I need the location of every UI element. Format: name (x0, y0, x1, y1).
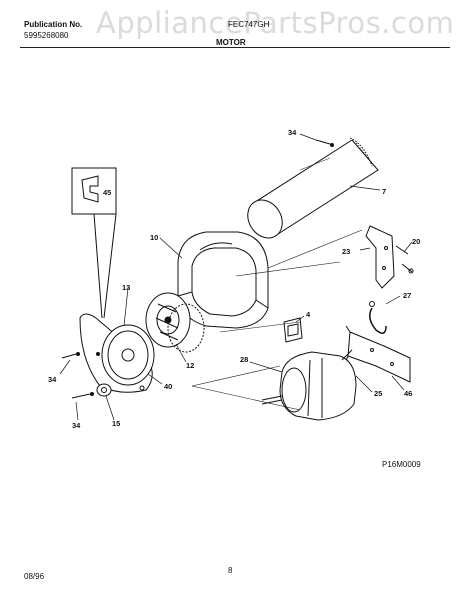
callout-leaders (59, 133, 413, 421)
motor-clip (369, 301, 387, 334)
publication-label: Publication No. (24, 20, 83, 29)
drive-motor (261, 349, 357, 421)
callout-40: 40 (164, 382, 172, 391)
callout-34-bot: 34 (72, 421, 81, 430)
callout-15: 15 (112, 419, 120, 428)
screws (61, 139, 334, 399)
footer-date: 08/96 (24, 572, 45, 581)
callout-13: 13 (122, 283, 130, 292)
callout-10: 10 (150, 233, 158, 242)
callout-4: 4 (306, 310, 311, 319)
motor-mount-bracket (365, 225, 414, 289)
callout-7: 7 (382, 187, 386, 196)
callout-34-top: 34 (288, 128, 297, 137)
part-45-inset (71, 167, 117, 319)
part-4 (283, 317, 303, 343)
callout-27: 27 (403, 291, 411, 300)
blower-wheel (145, 292, 205, 353)
model-number: FEC747GH (228, 20, 270, 29)
callout-25: 25 (374, 389, 382, 398)
callout-12: 12 (186, 361, 194, 370)
callout-46: 46 (404, 389, 412, 398)
figure-code: P16M0009 (382, 460, 421, 469)
blower-cover (79, 313, 155, 393)
header-rule (20, 47, 450, 48)
exhaust-duct (247, 137, 379, 239)
blower-housing (177, 231, 269, 329)
callout-20: 20 (412, 237, 420, 246)
motor-plate-bracket (341, 325, 411, 383)
callout-23: 23 (342, 247, 350, 256)
callout-45: 45 (103, 188, 111, 197)
page-number: 8 (228, 566, 233, 575)
assembly-guide-lines (191, 229, 363, 411)
watermark: AppliancePartsPros.com (96, 6, 455, 40)
section-title: MOTOR (216, 38, 246, 47)
callout-28: 28 (240, 355, 248, 364)
publication-number: 5995268080 (24, 31, 69, 40)
callout-34-mid: 34 (48, 375, 57, 384)
